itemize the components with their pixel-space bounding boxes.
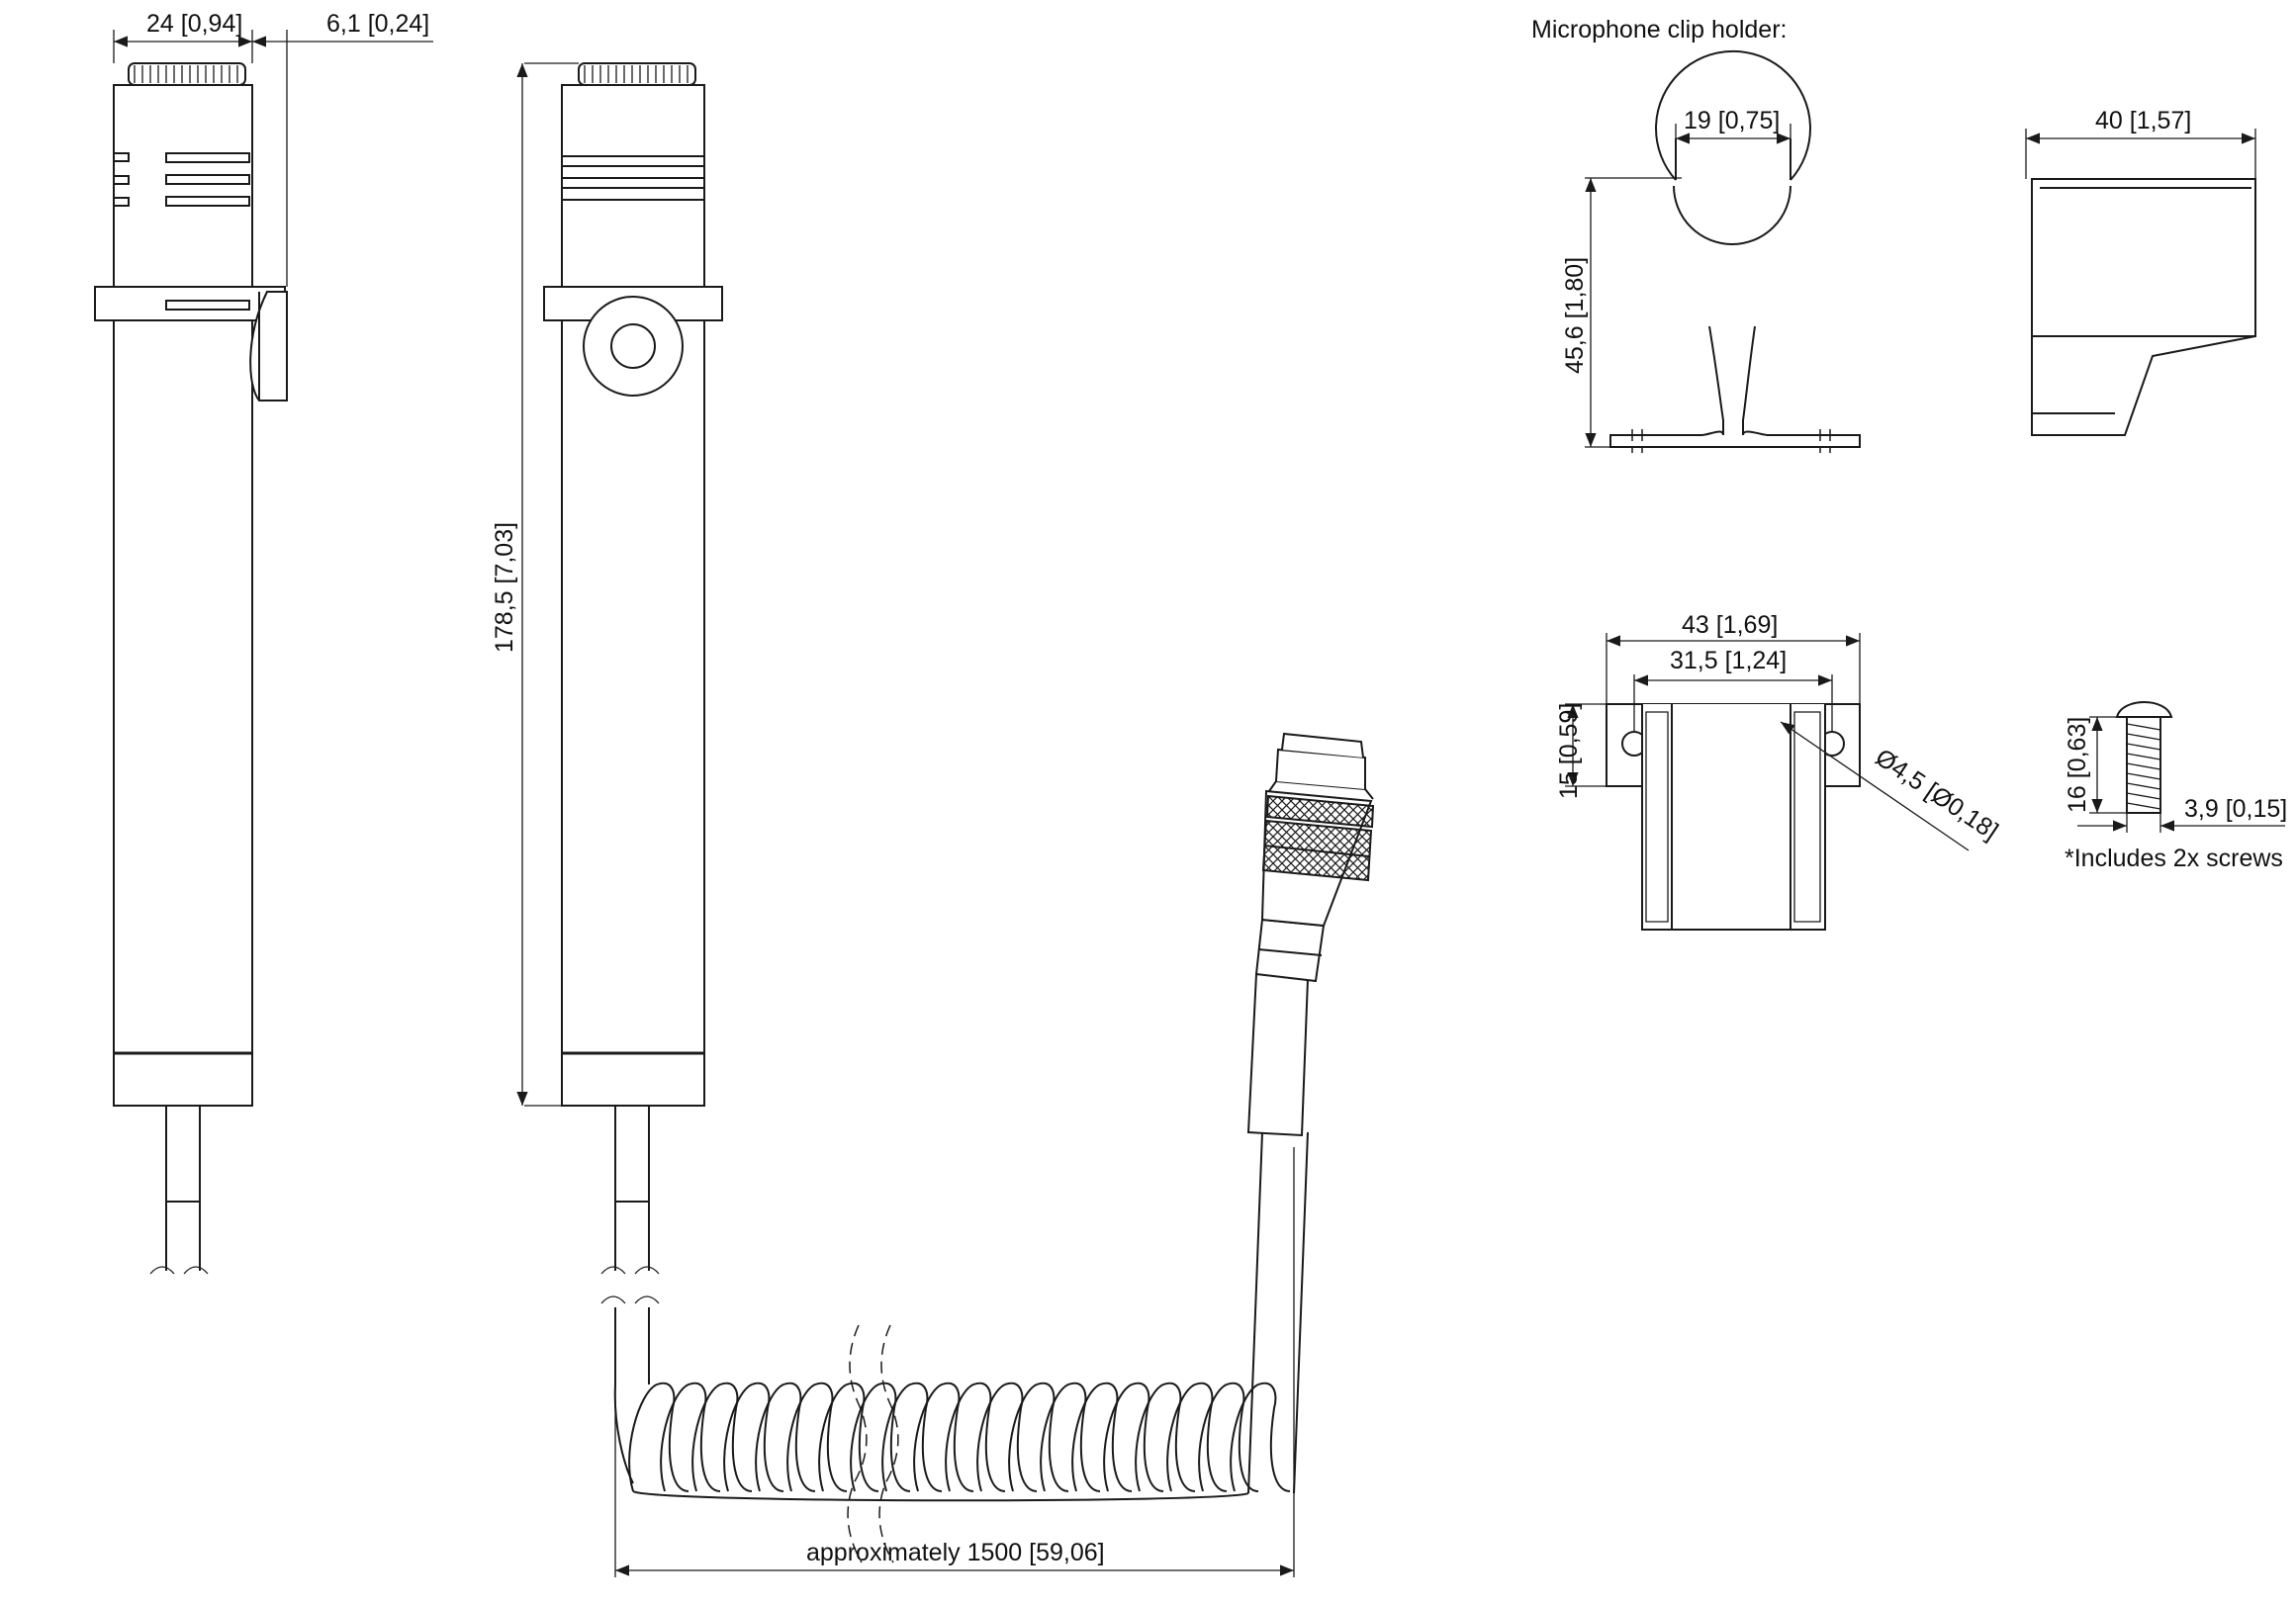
cable-coil [976,1382,1038,1492]
dim-clip-height: 45,6 [1,80] [1561,257,1589,374]
cable-coil-bottom [632,1490,1249,1502]
cable-coil [691,1382,753,1492]
cable-coil [1166,1382,1228,1492]
coiled-cable [613,1131,1309,1563]
microphone-dimensions [113,30,1295,1577]
microphone-side-view [94,62,288,1275]
dim-screw-diameter: 3,9 [0,15] [2184,795,2287,823]
cable-coil [1198,1382,1259,1492]
dim-base-width: 43 [1,69] [1682,611,1778,639]
cable-coil [660,1382,721,1492]
cable-coil [881,1382,943,1492]
cable-coil [913,1382,974,1492]
cable-coil [628,1382,689,1492]
dim-hole-diameter: Ø4,5 [Ø0,18] [1871,744,2003,846]
straight-cable [1247,1131,1309,1494]
clip-holder-side-view [2025,129,2256,436]
cable-coil [1008,1382,1069,1492]
dim-screw-length: 16 [0,63] [2064,717,2091,813]
screws-note: *Includes 2x screws [2065,845,2283,872]
cable-coil [1103,1382,1164,1492]
cable-coil [1230,1382,1291,1492]
clip-holder-title: Microphone clip holder: [1531,16,1787,44]
microphone-front-view [543,62,723,1304]
cable-coil [1071,1382,1133,1492]
cable-coil [850,1382,911,1492]
cable-coil [786,1382,848,1492]
clip-holder-front-view [1585,49,1861,453]
cable-coil [1040,1382,1101,1492]
dim-mic-clip-offset: 6,1 [0,24] [326,10,429,38]
clip-holder-top-view [1565,633,1970,931]
cable-coil [1135,1382,1196,1492]
labels: Microphone clip holder: 24 [0,94] 6,1 [0… [146,10,2287,1566]
dim-mic-length: 178,5 [7,03] [491,522,518,653]
dim-clip-depth: 40 [1,57] [2095,107,2191,134]
screw [2077,701,2285,833]
dim-hole-spacing: 31,5 [1,24] [1670,647,1787,674]
dim-cable-length: approximately 1500 [59,06] [806,1539,1105,1566]
cable-coil [945,1382,1006,1492]
cable-coil [723,1382,784,1492]
dim-base-height: 15 [0,59] [1555,703,1583,799]
cable-coil [818,1382,879,1492]
dim-mic-width: 24 [0,94] [146,10,242,38]
cable-coil [755,1382,816,1492]
dim-clip-ring-width: 19 [0,75] [1684,107,1780,134]
cable-connector [1246,732,1375,1137]
